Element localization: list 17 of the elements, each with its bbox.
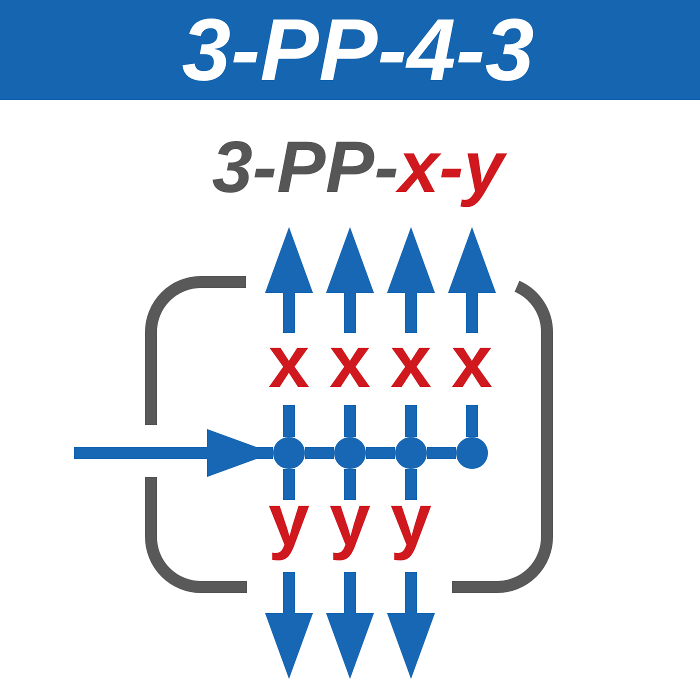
arrow	[74, 429, 273, 477]
edge-label: x	[388, 333, 434, 405]
junction-dot	[334, 437, 366, 469]
connector-line	[366, 447, 395, 459]
edge-label: x	[449, 333, 495, 405]
junction-dot	[456, 437, 488, 469]
junction-dot	[273, 437, 305, 469]
connector-line	[427, 447, 456, 459]
edge-label: y	[327, 500, 373, 572]
title: 3-PP-4-3	[182, 6, 534, 94]
edge-label: y	[388, 500, 434, 572]
edge-label: x	[266, 333, 312, 405]
junction-dot	[395, 437, 427, 469]
connector-line	[305, 447, 334, 459]
housing-bracket	[145, 276, 553, 593]
edge-label: x	[327, 333, 373, 405]
edge-label: y	[266, 500, 312, 572]
